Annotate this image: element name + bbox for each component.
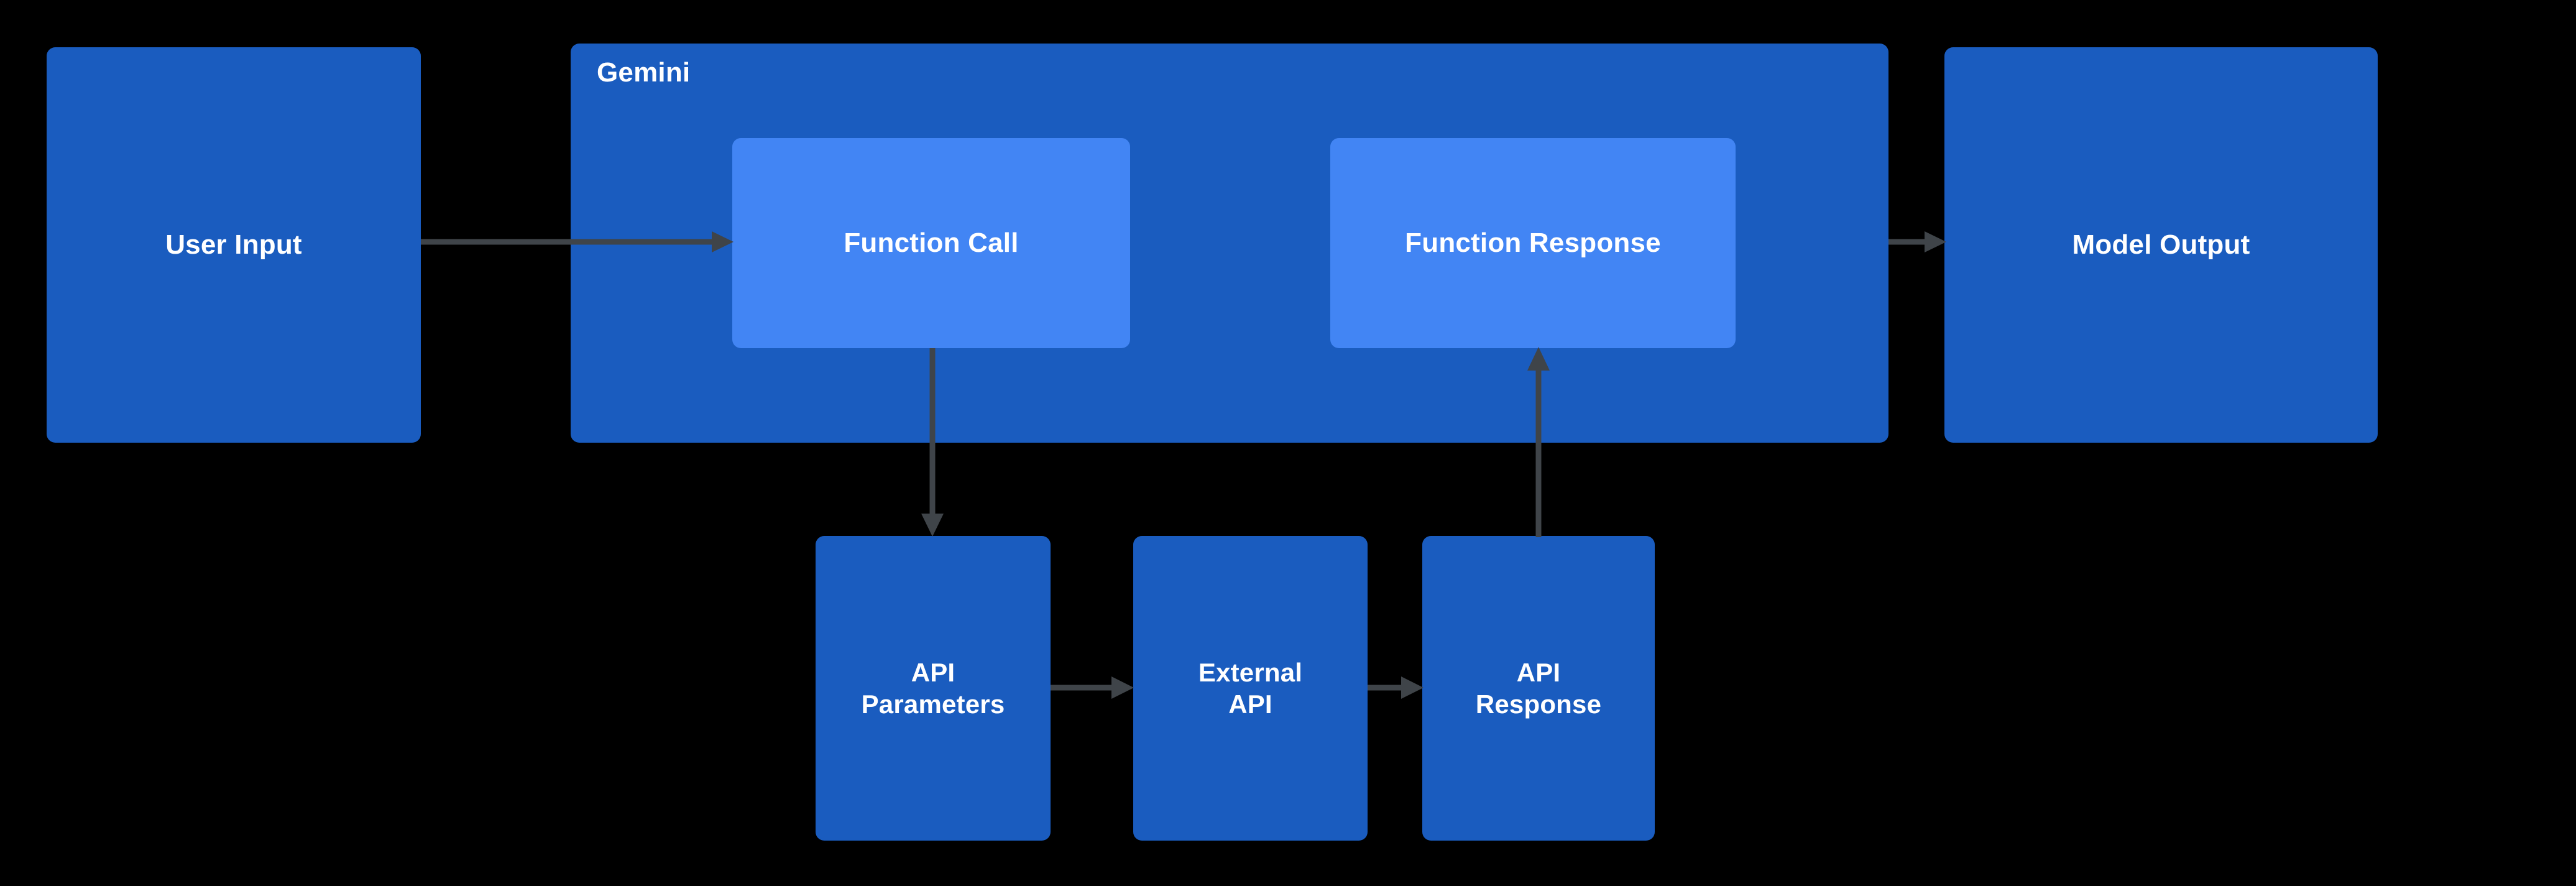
edge-gemini-to-model-output xyxy=(1888,224,1948,261)
node-user-input[interactable]: User Input xyxy=(47,47,421,443)
node-function-call[interactable]: Function Call xyxy=(732,138,1130,348)
edge-function-call-to-api-parameters xyxy=(914,348,951,538)
node-external-api[interactable]: External API xyxy=(1133,536,1368,841)
gemini-group-label: Gemini xyxy=(597,57,691,88)
node-api-parameters-label-line1: API xyxy=(911,657,955,687)
edge-user-input-to-function-call xyxy=(421,224,735,261)
node-model-output-label: Model Output xyxy=(2072,229,2250,261)
node-external-api-label-line1: External xyxy=(1198,657,1303,687)
node-user-input-label: User Input xyxy=(165,229,302,261)
node-api-response-label-line2: Response xyxy=(1475,690,1602,719)
edge-api-parameters-to-external-api xyxy=(1051,670,1135,707)
node-api-response[interactable]: API Response xyxy=(1422,536,1655,841)
edge-api-response-to-function-response xyxy=(1520,346,1557,537)
node-function-call-label: Function Call xyxy=(844,228,1019,259)
node-api-response-label-line1: API xyxy=(1516,657,1561,687)
node-api-parameters-label-line2: Parameters xyxy=(861,690,1005,719)
node-api-parameters[interactable]: API Parameters xyxy=(816,536,1051,841)
node-model-output[interactable]: Model Output xyxy=(1944,47,2378,443)
node-function-response-label: Function Response xyxy=(1405,228,1661,259)
edge-external-api-to-api-response xyxy=(1368,670,1425,707)
node-function-response[interactable]: Function Response xyxy=(1330,138,1736,348)
node-external-api-label-line2: API xyxy=(1228,690,1272,719)
